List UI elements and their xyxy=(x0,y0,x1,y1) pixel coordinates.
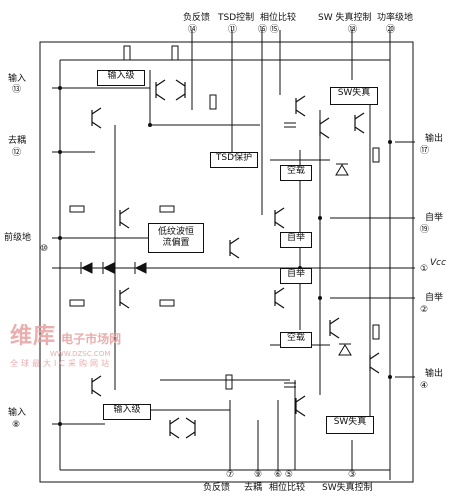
bootstrap-bottom-block: 自举 xyxy=(280,268,312,284)
pin-14: ⑭ xyxy=(188,25,198,35)
top-label-power-ground: 功率级地 xyxy=(377,13,414,23)
bottom-label-sw-distortion-control: SW失真控制 xyxy=(322,483,373,493)
left-label-decouple-top: 去耦 xyxy=(8,136,27,146)
input-stage-bottom-block: 输入级 xyxy=(103,404,151,420)
idle-top-block: 空载 xyxy=(280,165,312,181)
watermark-brand: 维库 xyxy=(10,324,57,349)
top-label-phase-compare: 相位比较 xyxy=(260,13,297,23)
right-label-output-top: 输出 xyxy=(425,134,444,144)
bottom-label-decouple: 去耦 xyxy=(244,483,263,493)
pin-2: ② xyxy=(420,305,429,315)
right-label-bootstrap-bottom: 自举 xyxy=(425,293,444,303)
pin-7: ⑦ xyxy=(226,470,235,480)
pin-8: ⑧ xyxy=(12,420,21,430)
pin-20: ⑳ xyxy=(386,25,396,35)
bootstrap-top-block: 自举 xyxy=(280,232,312,248)
top-label-tsd-control: TSD控制 xyxy=(218,13,255,23)
bottom-label-phase-compare: 相位比较 xyxy=(269,483,306,493)
right-label-vcc: Vcc xyxy=(430,258,447,268)
sw-distortion-top-block: SW失真 xyxy=(330,87,378,105)
watermark-slogan: 全球最大IC采购网站 xyxy=(10,359,112,368)
watermark: 维库 电子市场网 WWW.DZSC.COM 全球最大IC采购网站 xyxy=(10,318,121,369)
pin-19: ⑲ xyxy=(420,225,430,235)
bottom-label-neg-feedback: 负反馈 xyxy=(203,483,231,493)
left-label-input-bottom: 输入 xyxy=(8,408,27,418)
idle-bottom-block: 空载 xyxy=(280,332,312,348)
right-label-bootstrap-top: 自举 xyxy=(425,213,444,223)
pin-3: ③ xyxy=(348,470,357,480)
pin-16-15: ⑯ ⑮ xyxy=(258,25,279,35)
pin-9: ⑨ xyxy=(254,470,263,480)
low-ripple-label-line1: 低纹波恒 xyxy=(157,227,194,237)
low-ripple-bias-block: 低纹波恒 流偏置 xyxy=(148,223,204,253)
pin-17: ⑰ xyxy=(420,146,430,156)
pin-6-5: ⑥ ⑤ xyxy=(274,470,293,480)
pin-4: ④ xyxy=(420,381,429,391)
top-label-neg-feedback: 负反馈 xyxy=(183,13,211,23)
chip-outline xyxy=(39,41,414,483)
pin-1: ① xyxy=(420,264,429,274)
top-label-sw-distortion-control: SW 失真控制 xyxy=(318,13,372,23)
pin-12: ⑫ xyxy=(12,148,22,158)
input-stage-top-block: 输入级 xyxy=(97,70,145,86)
pin-10: ⑩ xyxy=(40,244,49,254)
watermark-url: WWW.DZSC.COM xyxy=(50,350,111,358)
tsd-protect-block: TSD保护 xyxy=(210,152,258,168)
pin-13: ⑬ xyxy=(12,85,22,95)
pin-18: ⑱ xyxy=(348,25,358,35)
right-label-output-bottom: 输出 xyxy=(425,369,444,379)
left-label-input-top: 输入 xyxy=(8,74,27,84)
pin-11: ⑪ xyxy=(228,25,238,35)
sw-distortion-bottom-block: SW失真 xyxy=(326,416,374,434)
left-label-preamp-ground: 前级地 xyxy=(4,233,32,243)
watermark-tagline: 电子市场网 xyxy=(61,332,122,346)
low-ripple-label-line2: 流偏置 xyxy=(162,238,190,248)
